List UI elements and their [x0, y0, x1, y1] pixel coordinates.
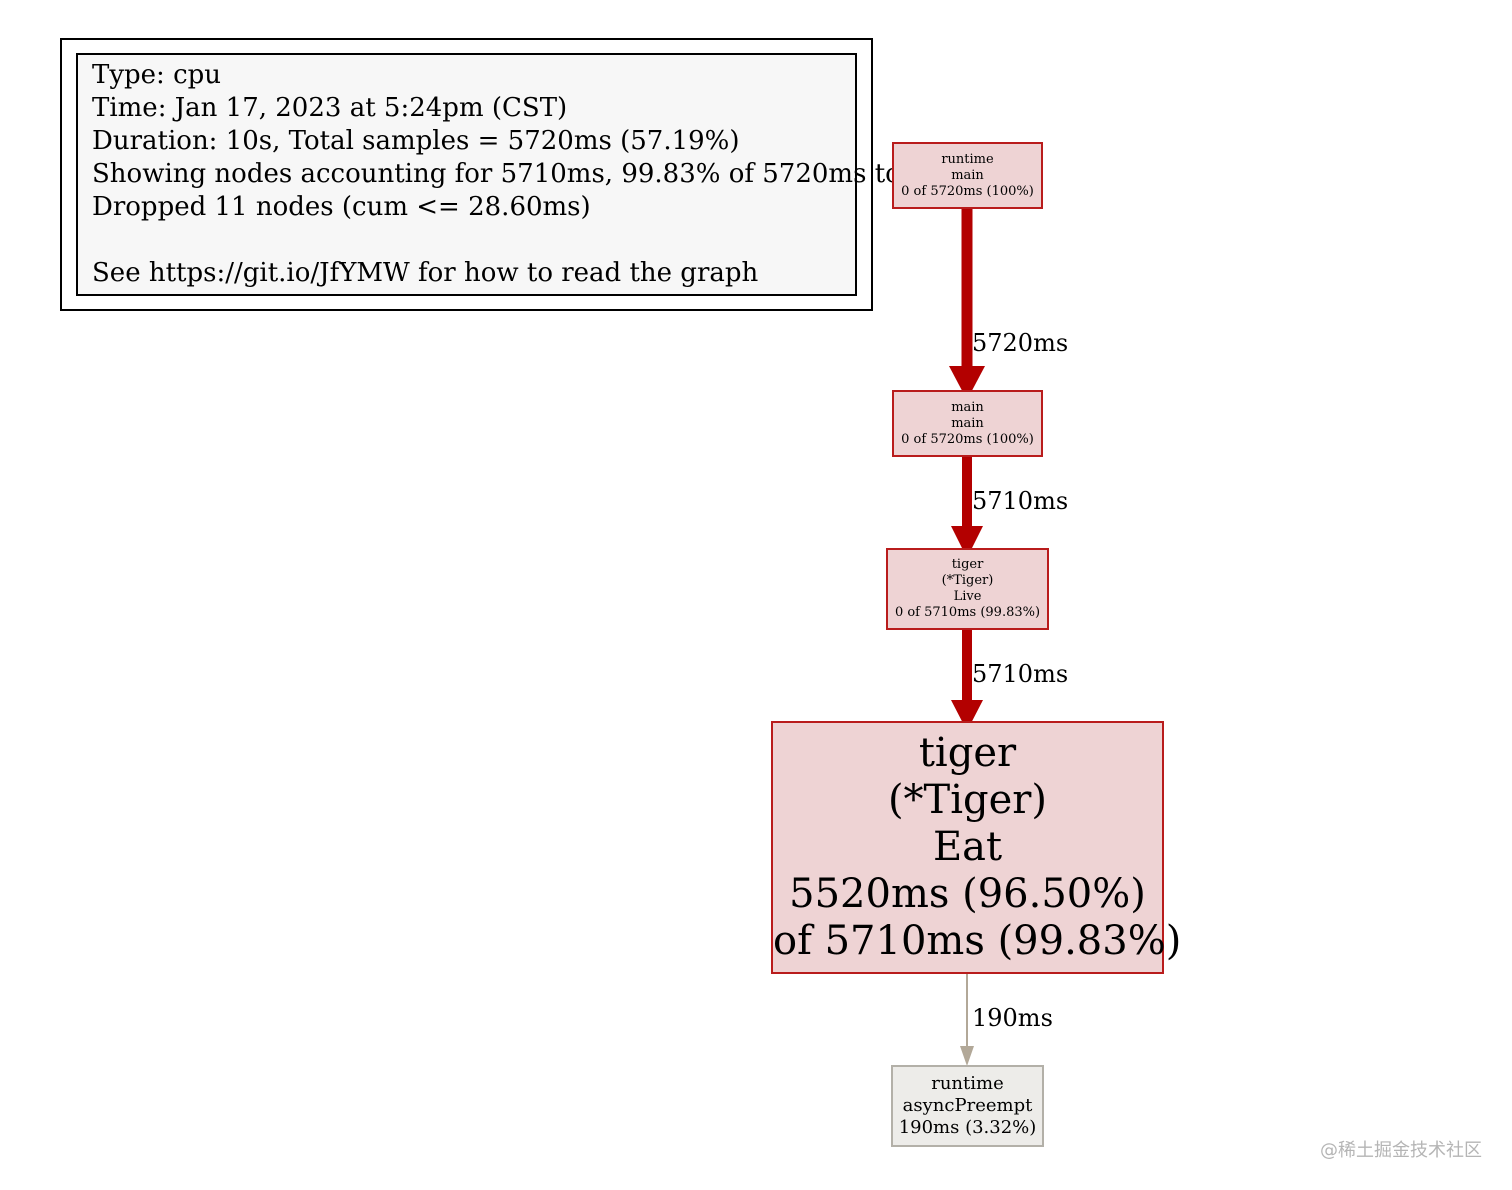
node-async-preempt[interactable]: runtime asyncPreempt 190ms (3.32%): [891, 1065, 1044, 1147]
legend-type: Type: cpu: [92, 60, 222, 90]
edge-label-runtime-main: 5720ms: [972, 329, 1069, 357]
node-function: main: [951, 415, 984, 431]
node-tiger-eat[interactable]: tiger (*Tiger) Eat 5520ms (96.50%) of 57…: [771, 721, 1182, 974]
node-cum-cost: of 5710ms (99.83%): [773, 918, 1182, 964]
node-cost: 0 of 5720ms (100%): [901, 183, 1034, 199]
edge-label-async-preempt: 190ms: [972, 1004, 1053, 1032]
legend-time: Time: Jan 17, 2023 at 5:24pm (CST): [92, 93, 568, 123]
legend-box: Type: cpu Time: Jan 17, 2023 at 5:24pm (…: [76, 53, 936, 296]
edge-main-to-live: [951, 456, 983, 558]
node-receiver: (*Tiger): [941, 573, 994, 588]
edge-label-tiger-live: 5710ms: [972, 660, 1069, 688]
node-cost: 0 of 5710ms (99.83%): [894, 605, 1041, 620]
node-flat-cost: 5520ms (96.50%): [789, 871, 1146, 917]
legend-help-link: See https://git.io/JfYMW for how to read…: [92, 258, 759, 288]
node-receiver: (*Tiger): [887, 777, 1048, 823]
edge-live-to-eat: [951, 629, 983, 731]
node-function: main: [951, 167, 984, 183]
node-package: runtime: [931, 1073, 1004, 1094]
legend-showing: Showing nodes accounting for 5710ms, 99.…: [92, 159, 936, 189]
edge-label-main-main: 5710ms: [972, 487, 1069, 515]
node-cost: 190ms (3.32%): [898, 1117, 1037, 1138]
node-package: tiger: [918, 730, 1017, 776]
node-function: asyncPreempt: [902, 1095, 1033, 1116]
node-function: Eat: [932, 824, 1003, 870]
node-tiger-live[interactable]: tiger (*Tiger) Live 0 of 5710ms (99.83%): [886, 548, 1049, 630]
legend-frame: Type: cpu Time: Jan 17, 2023 at 5:24pm (…: [60, 38, 936, 311]
node-main-main[interactable]: main main 0 of 5720ms (100%): [892, 390, 1043, 457]
watermark: @稀土掘金技术社区: [1320, 1140, 1482, 1161]
node-cost: 0 of 5720ms (100%): [901, 431, 1034, 447]
edge-runtime-main-to-main: [949, 208, 985, 400]
legend-dropped: Dropped 11 nodes (cum <= 28.60ms): [92, 192, 591, 222]
node-package: runtime: [941, 151, 994, 167]
node-package: main: [951, 399, 984, 415]
legend-duration: Duration: 10s, Total samples = 5720ms (5…: [92, 126, 740, 156]
node-package: tiger: [951, 557, 984, 572]
node-function: Live: [953, 589, 982, 604]
edge-eat-to-preempt: [960, 973, 974, 1066]
node-runtime-main[interactable]: runtime main 0 of 5720ms (100%): [892, 142, 1043, 209]
